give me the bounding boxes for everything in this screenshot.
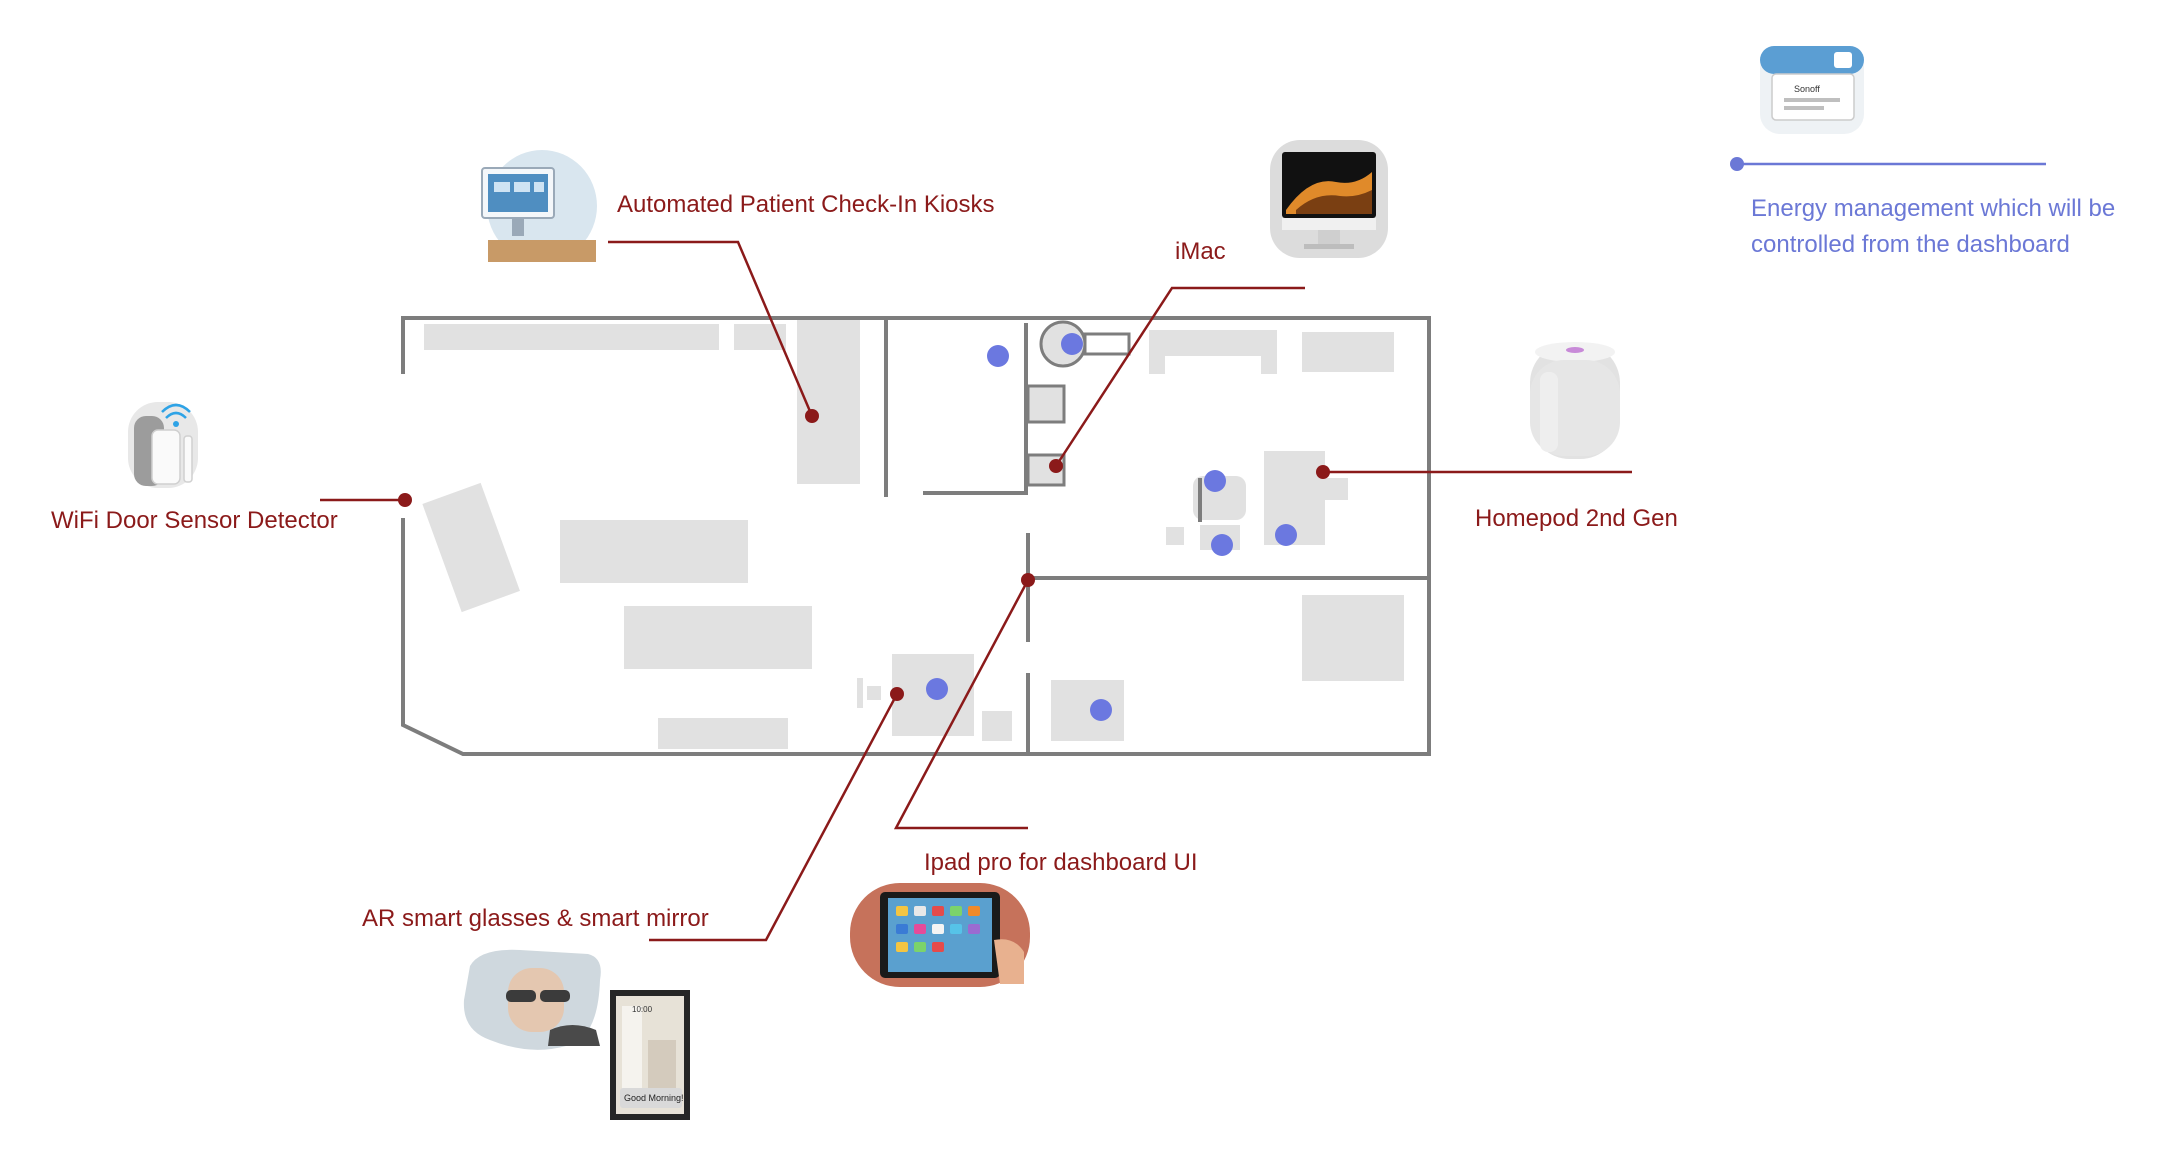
- smart-switch-photo: Sonoff: [1760, 46, 1864, 134]
- imac-anchor: [1049, 459, 1063, 473]
- ipad-anchor: [1021, 573, 1035, 587]
- kiosk-leader: [608, 240, 814, 417]
- furniture-big-table-chair: [1325, 478, 1348, 500]
- device-dot-sink: [1090, 699, 1112, 721]
- homepod-label: Homepod 2nd Gen: [1475, 505, 1678, 532]
- fixture-toilet: [1026, 384, 1066, 424]
- furniture-long-counter: [424, 324, 719, 350]
- device-dot-chair: [1211, 534, 1233, 556]
- wall-room-2: [923, 323, 1028, 495]
- door-sensor-anchor: [398, 493, 412, 507]
- device-dot-basin: [1061, 333, 1083, 355]
- kiosk-label: Automated Patient Check-In Kiosks: [617, 191, 995, 218]
- ar-label: AR smart glasses & smart mirror: [362, 905, 709, 932]
- furniture-table-2: [624, 606, 812, 669]
- walls: [401, 316, 1431, 756]
- device-dot-mirror: [926, 678, 948, 700]
- furniture-desk-leg-right: [1261, 330, 1277, 374]
- device-dots: [926, 333, 1297, 721]
- callout-dots: [398, 409, 1330, 701]
- furniture-desk-top: [1149, 330, 1277, 356]
- furniture-shelf: [1302, 332, 1394, 372]
- kiosk-photo: [481, 150, 597, 262]
- furniture-bench: [658, 718, 788, 749]
- door-sensor-photo: [128, 402, 198, 488]
- ipad-leader: [893, 579, 1030, 830]
- callout-lines: [320, 240, 1632, 942]
- furniture-chair-leg: [857, 678, 863, 708]
- switch-brand: Sonoff: [1794, 84, 1820, 94]
- furniture-small-box: [982, 711, 1012, 741]
- furniture-cabinet: [1302, 595, 1404, 681]
- smart-mirror-photo: 10:00 Good Morning!: [610, 990, 690, 1120]
- bathroom-fixtures: [1026, 320, 1131, 487]
- furniture: [422, 318, 1404, 749]
- device-dot-stool: [1204, 470, 1226, 492]
- furniture-desk-leg-left: [1149, 330, 1165, 374]
- ar-glasses-photo: [463, 949, 601, 1050]
- mirror-greeting: Good Morning!: [624, 1093, 684, 1103]
- furniture-sink: [1051, 680, 1124, 741]
- wall-top: [401, 316, 1431, 756]
- ar-anchor: [890, 687, 904, 701]
- furniture-angled-table: [422, 482, 520, 613]
- furniture-chair-left: [867, 686, 881, 700]
- imac-photo: [1270, 140, 1388, 258]
- homepod-anchor: [1316, 465, 1330, 479]
- homepod-photo: [1530, 342, 1620, 459]
- furniture-stool-3: [1166, 527, 1184, 545]
- device-dot-table: [1275, 524, 1297, 546]
- mirror-time: 10:00: [632, 1005, 653, 1014]
- furniture-table-1: [560, 520, 748, 583]
- furniture-kiosk-stand: [797, 318, 860, 484]
- fixture-basin-counter: [1083, 332, 1131, 356]
- ar-leader: [649, 693, 899, 942]
- ipad-photo: [850, 883, 1030, 987]
- imac-leader: [1054, 286, 1305, 467]
- ipad-label: Ipad pro for dashboard UI: [924, 849, 1198, 876]
- energy-anchor: [1730, 157, 1744, 171]
- imac-label: iMac: [1175, 238, 1226, 265]
- kiosk-anchor: [805, 409, 819, 423]
- energy-label: Energy management which will be controll…: [1751, 195, 2116, 258]
- device-dot-room2: [987, 345, 1009, 367]
- door-sensor-label: WiFi Door Sensor Detector: [51, 507, 338, 534]
